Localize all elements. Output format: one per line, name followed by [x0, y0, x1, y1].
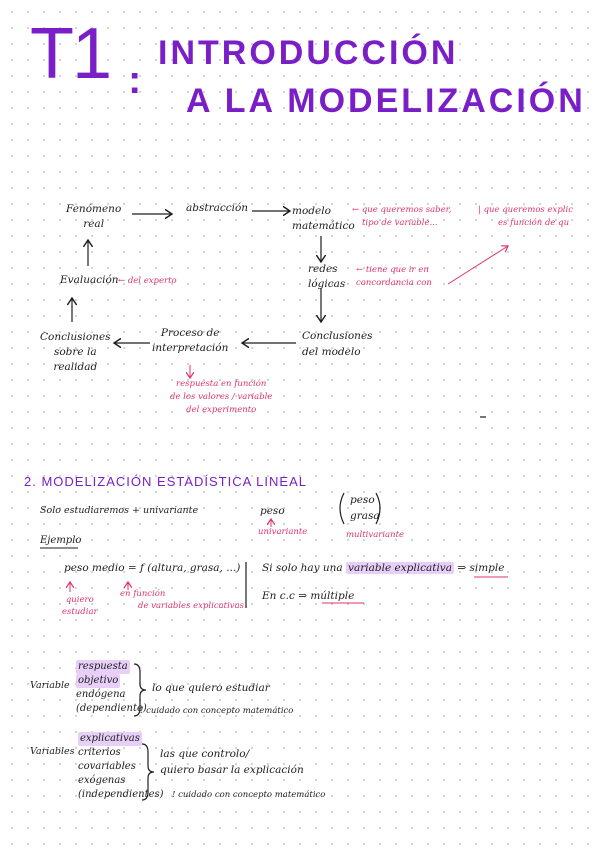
note-funcion-line2: de variables explicativas [138, 601, 245, 611]
note-redes: ← tiene que ir en concordancia con [356, 264, 432, 290]
variable-list: respuesta objetivo endógena (dependiente… [76, 660, 147, 716]
conclusiones-modelo-line2: del modelo [302, 346, 361, 358]
note-modelo: ← que queremos saber, tipo de variable..… [352, 204, 452, 230]
variable-endogena: endógena [76, 689, 126, 700]
note-proceso-line2: de los valores / variable [170, 392, 273, 402]
note-right-line2: es función de qu [498, 218, 570, 228]
label-variables: Variables [30, 746, 75, 757]
fenomeno-line1: Fenómeno [66, 203, 122, 215]
note-quiero-line2: estudiar [62, 607, 98, 617]
node-conclusiones-modelo: Conclusiones del modelo [302, 328, 373, 360]
title-t1: T1 [30, 14, 112, 94]
fenomeno-line2: real [83, 218, 105, 230]
variables-exogenas: exógenas [78, 775, 126, 786]
variables-list: explicativas criterios covariables exóge… [78, 732, 164, 802]
note-right: | que queremos explic es función de qu [478, 204, 573, 230]
title-colon: : [128, 58, 142, 102]
note-funcion-line1: en función [120, 589, 166, 599]
si-solo-part1: Si solo hay una [262, 562, 343, 574]
conclusiones-modelo-line1: Conclusiones [302, 330, 373, 342]
brace-variables [141, 743, 155, 801]
modelo-line1: modelo [292, 205, 331, 217]
node-proceso-interpretacion: Proceso de interpretación [152, 326, 228, 356]
label-univariante: univariante [258, 527, 308, 537]
note-quiero-estudiar: quiero estudiar [62, 594, 98, 618]
variable-note: ! cuidado con concepto matemático [140, 706, 294, 716]
variables-desc-line2: quiero basar la explicación [160, 764, 304, 776]
modelo-line2: matemático [292, 220, 355, 232]
node-modelo-matematico: modelo matemático [292, 204, 355, 234]
note-evaluacion: ← del experto [118, 276, 177, 286]
redes-line2: lógicas [308, 278, 346, 290]
label-multivariante: multivariante [346, 530, 405, 540]
note-quiero-line1: quiero [65, 595, 94, 605]
text-si-solo: Si solo hay una variable explicativa ⇒ s… [262, 562, 504, 574]
brace-variable [133, 663, 147, 717]
note-redes-line2: concordancia con [356, 278, 432, 288]
variables-covariables: covariables [78, 761, 136, 772]
redes-line1: redes [308, 263, 338, 275]
note-proceso: respuesta en función de los valores / va… [170, 378, 272, 417]
node-fenomeno-real: Fenómeno real [66, 202, 121, 232]
text-peso-b: peso [350, 494, 375, 506]
section2-heading: 2. MODELIZACIÓN ESTADÍSTICA LINEAL [24, 474, 307, 489]
variables-independientes: (independientes) [78, 789, 164, 800]
proceso-line2: interpretación [152, 342, 229, 354]
note-funcion-variables: en función de variables explicativas [120, 588, 244, 612]
title-line2: A LA MODELIZACIÓN [186, 82, 586, 120]
conclusiones-realidad-line1: Conclusiones [40, 331, 111, 343]
si-solo-part2: ⇒ simple [457, 562, 505, 574]
note-redes-line1: ← tiene que ir en [356, 265, 429, 275]
highlight-variable-explicativa: variable explicativa [346, 562, 454, 574]
note-right-line1: | que queremos explic [478, 205, 573, 215]
variables-desc-line1: las que controlo/ [160, 748, 250, 760]
title-line1: INTRODUCCIÓN [158, 34, 459, 72]
paren-close [375, 492, 381, 525]
note-proceso-line1: respuesta en función [176, 379, 267, 389]
text-formula: peso medio = f (altura, grasa, ...) [64, 562, 241, 574]
variables-description: las que controlo/ quiero basar la explic… [160, 746, 304, 778]
node-evaluacion: Evaluación [60, 274, 119, 286]
variable-objetivo: objetivo [76, 674, 121, 688]
note-modelo-line1: ← que queremos saber, [352, 205, 452, 215]
paren-open [339, 492, 345, 525]
note-proceso-line3: del experimento [186, 405, 257, 415]
proceso-line1: Proceso de [160, 327, 220, 339]
text-solo-estudiaremos: Solo estudiaremos + univariante [40, 505, 199, 516]
text-peso: peso [260, 505, 285, 517]
text-grasa-b: grasa [350, 510, 380, 522]
variables-note: ! cuidado con concepto matemático [172, 790, 326, 800]
text-en-cc: En c.c ⇒ múltiple [262, 590, 355, 602]
node-abstraccion: abstracción [186, 202, 249, 214]
note-modelo-line2: tipo de variable... [362, 218, 438, 228]
pink-arrow-redes-note [447, 246, 508, 285]
node-redes-logicas: redes lógicas [308, 262, 345, 292]
variable-respuesta: respuesta [76, 660, 130, 674]
variable-description: lo que quiero estudiar [152, 682, 270, 694]
text-ejemplo: Ejemplo [40, 535, 82, 546]
conclusiones-realidad-line3: realidad [53, 361, 98, 373]
node-conclusiones-realidad: Conclusiones sobre la realidad [40, 330, 111, 375]
variable-dependiente: (dependiente) [76, 703, 147, 714]
variables-explicativas: explicativas [78, 732, 142, 746]
conclusiones-realidad-line2: sobre la [53, 346, 97, 358]
variables-criterios: criterios [78, 747, 121, 758]
label-variable: Variable [30, 680, 70, 691]
